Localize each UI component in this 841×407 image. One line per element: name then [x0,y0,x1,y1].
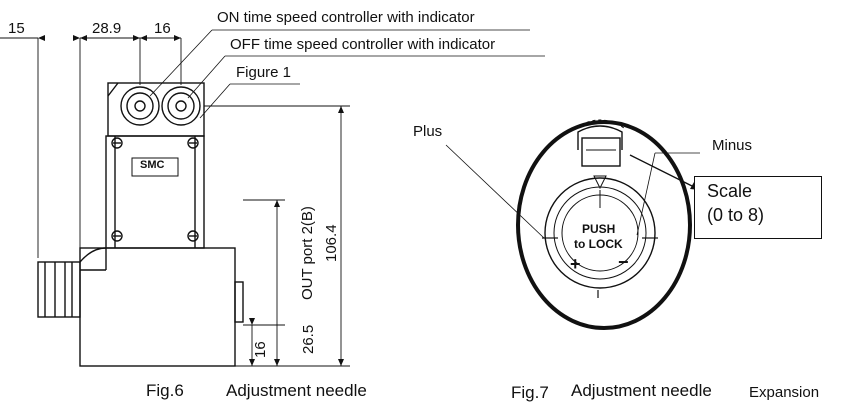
dim-15: 15 [8,20,25,37]
dial-outer-ring [516,120,692,330]
fig7-caption-label: Fig.7 [511,383,549,402]
scale-box-range: (0 to 8) [707,205,765,225]
valve-top-block [107,82,205,137]
callout-minus: Minus [712,137,753,154]
callout-plus: Plus [413,123,443,140]
callout-off-controller: OFF time speed controller with indicator [230,36,496,53]
adjustment-needle-housing [581,137,621,167]
dial-plus-sign: + [570,254,581,274]
dial-face [544,177,656,289]
dial-to-lock-text: to LOCK [574,237,623,251]
scale-box: Scale (0 to 8) [694,176,822,239]
port-fitting [37,261,81,318]
dim-28-9: 28.9 [92,20,122,37]
callout-figure1: Figure 1 [236,64,292,81]
smc-logo: SMC [140,159,165,171]
scale-box-title: Scale [707,181,753,201]
callout-on-controller: ON time speed controller with indicator [217,9,475,26]
off-controller-knob [161,86,201,126]
dim-16-top: 16 [154,20,171,37]
fig6-caption-text: Adjustment needle [226,381,367,400]
fig6-caption-label: Fig.6 [146,381,184,400]
dial-minus-sign: − [618,252,629,272]
on-controller-knob [120,86,160,126]
fig7-caption-text: Adjustment needle [571,381,712,400]
fig7-caption-suffix: Expansion [749,384,820,401]
dial-push-text: PUSH [582,222,616,236]
